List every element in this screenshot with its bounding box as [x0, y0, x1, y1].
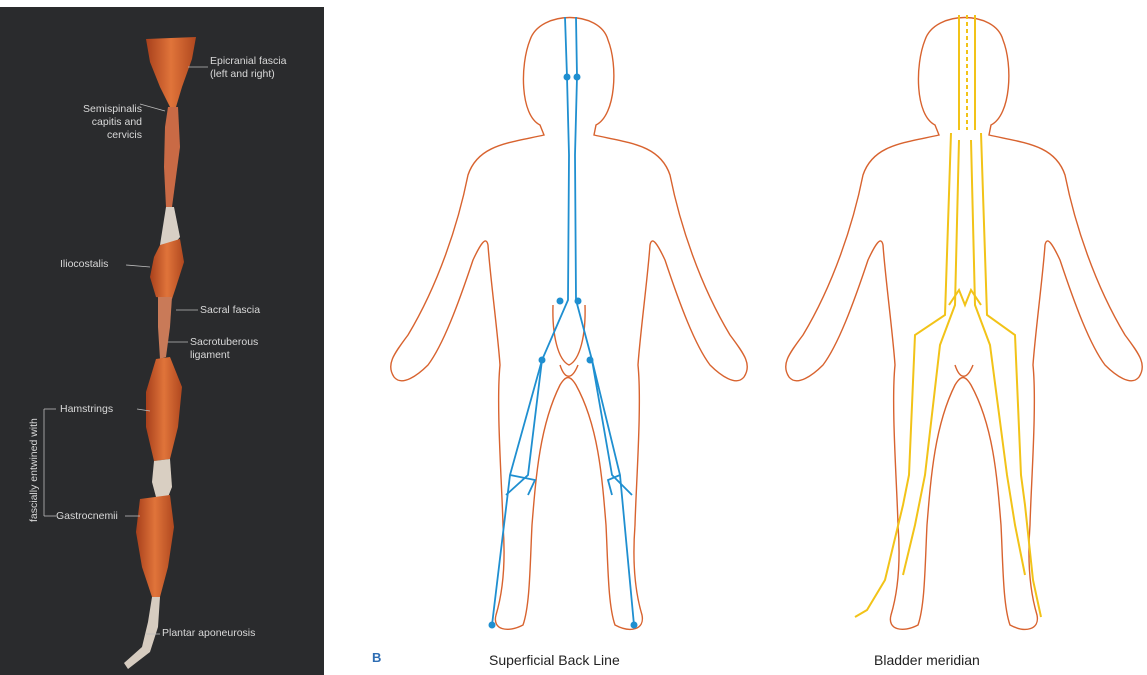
label-gastrocnemii: Gastrocnemii — [56, 510, 118, 523]
bladder-meridian-figure — [775, 5, 1147, 645]
label-semispinalis: Semispinalis capitis and cervicis — [58, 103, 142, 142]
figure-b-label: B — [372, 650, 381, 665]
label-hamstrings: Hamstrings — [60, 403, 113, 416]
caption-bladder-meridian: Bladder meridian — [874, 652, 980, 668]
meridian-path — [855, 15, 1041, 617]
label-iliocostalis: Iliocostalis — [60, 258, 108, 271]
label-plantar-aponeurosis: Plantar aponeurosis — [162, 627, 255, 640]
body-outline — [786, 18, 1143, 630]
back-line-path — [492, 17, 634, 625]
label-sacral-fascia: Sacral fascia — [200, 304, 260, 317]
caption-superficial-back-line: Superficial Back Line — [489, 652, 620, 668]
body-outline — [391, 18, 748, 630]
back-line-nodes — [489, 74, 638, 629]
label-fascially-entwined: fascially entwined with — [28, 418, 40, 522]
dissection-photo-panel: Epicranial fascia (left and right) Semis… — [0, 7, 324, 675]
label-epicranial-fascia: Epicranial fascia (left and right) — [210, 55, 292, 81]
label-sacrotuberous-ligament: Sacrotuberous ligament — [190, 336, 280, 362]
superficial-back-line-figure — [380, 5, 760, 645]
